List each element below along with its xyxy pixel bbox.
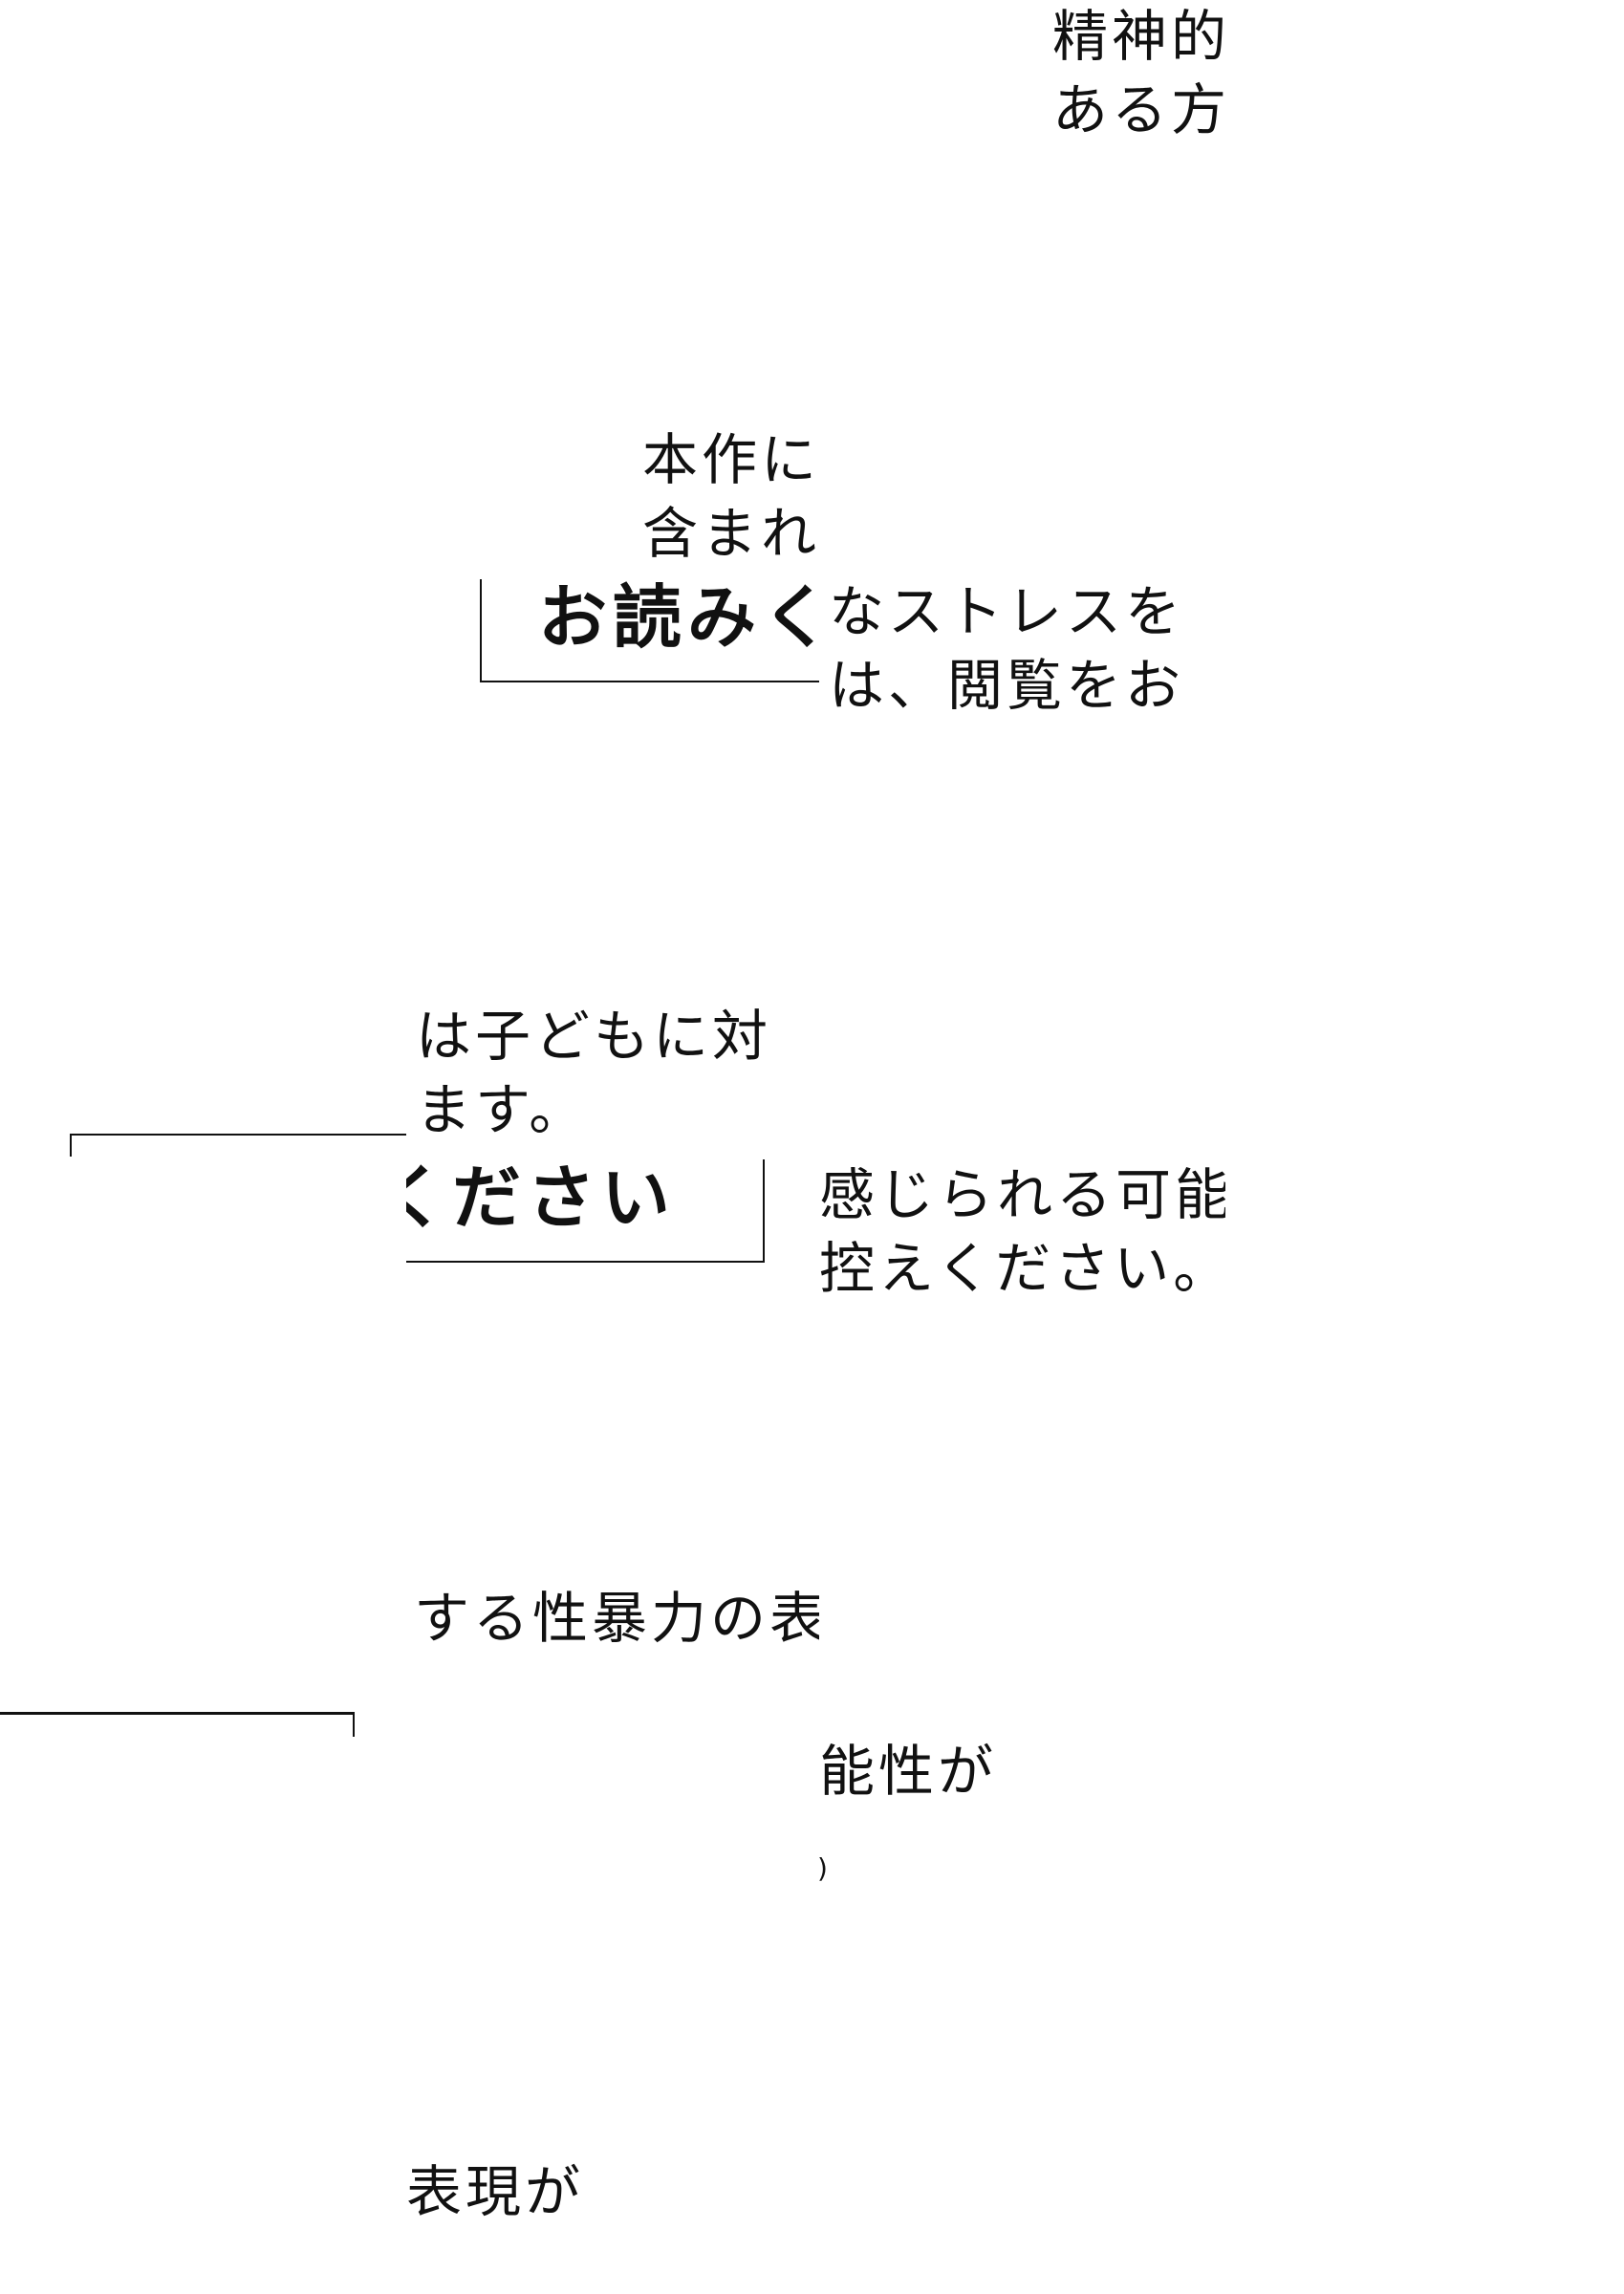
heading-box-top-border bbox=[70, 1134, 406, 1136]
heading-box-top-tick bbox=[353, 1712, 355, 1737]
text-line: 感じられる可能 bbox=[819, 1162, 1225, 1227]
heading-part: く bbox=[762, 577, 819, 658]
text-line: 表現が bbox=[406, 2159, 585, 2224]
heading-box-top-tick bbox=[70, 1134, 72, 1157]
heading-part: ください bbox=[406, 1158, 677, 1238]
text-line: は子どもに対 bbox=[416, 1004, 772, 1069]
text-line: 精神的 bbox=[1052, 4, 1225, 69]
text-line: 本作に bbox=[642, 427, 819, 492]
text-line: ) bbox=[817, 1852, 832, 1884]
text-fragment: する性暴力の表 bbox=[414, 1582, 819, 1656]
text-line: する性暴力の表 bbox=[414, 1586, 819, 1651]
heading-text-right: ください bbox=[406, 1150, 764, 1245]
text-line: 控えください。 bbox=[819, 1236, 1225, 1301]
text-line: 含まれ bbox=[642, 501, 819, 566]
text-line: なストレスを bbox=[829, 579, 1185, 644]
heading-text-left: お読みく bbox=[538, 570, 819, 665]
heading-box-bottom-border bbox=[406, 1261, 765, 1263]
heading-box-left-border bbox=[480, 579, 482, 682]
text-fragment: ) bbox=[817, 1850, 836, 1888]
heading-box-right-border bbox=[763, 1159, 765, 1263]
text-fragment: は子どもに対 ます。 bbox=[406, 1000, 819, 1147]
text-fragment: 感じられる可能 控えください。 bbox=[819, 1158, 1225, 1306]
heading-part: お読み bbox=[538, 577, 763, 658]
heading-box-top-border bbox=[0, 1712, 355, 1715]
text-line: は、閲覧をお bbox=[829, 653, 1185, 718]
text-fragment: 本作に 含まれ bbox=[642, 423, 819, 571]
text-fragment: 精神的 ある方 bbox=[1052, 0, 1225, 147]
text-fragment: なストレスを は、閲覧をお bbox=[819, 575, 1225, 723]
text-line: ある方 bbox=[1052, 77, 1225, 142]
text-line: ます。 bbox=[416, 1077, 589, 1142]
text-fragment: 表現が bbox=[406, 2155, 819, 2229]
heading-box-bottom-border bbox=[480, 681, 819, 682]
text-line: 能性が bbox=[819, 1739, 998, 1804]
text-fragment: 能性が bbox=[819, 1735, 1225, 1808]
